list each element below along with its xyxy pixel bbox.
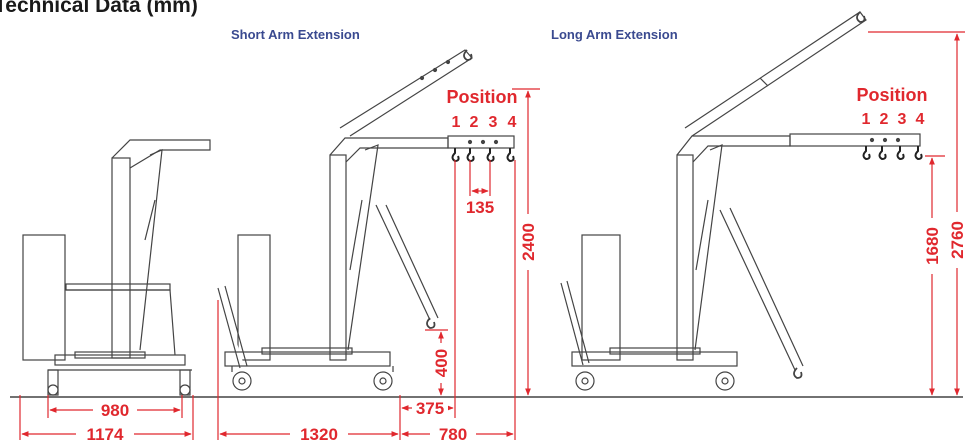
dim-1174: 1174 bbox=[87, 425, 124, 443]
long-arm-heading: Long Arm Extension bbox=[551, 27, 678, 42]
dim-135: 135 bbox=[466, 198, 494, 217]
long-position-label: Position bbox=[857, 85, 928, 105]
long-position-4: 4 bbox=[916, 111, 925, 128]
short-position-label: Position bbox=[447, 87, 518, 107]
dim-980: 980 bbox=[101, 401, 129, 420]
long-position-1: 1 bbox=[862, 111, 871, 128]
dim-2400: 2400 bbox=[519, 223, 538, 261]
long-arm-hooks bbox=[862, 146, 923, 161]
long-arm-crane bbox=[560, 11, 921, 391]
folded-crane bbox=[22, 139, 211, 396]
long-position-3: 3 bbox=[898, 111, 907, 128]
dim-2760: 2760 bbox=[948, 221, 967, 259]
dim-400: 400 bbox=[432, 349, 451, 377]
page-title: Technical Data (mm) bbox=[0, 0, 198, 17]
short-position-2: 2 bbox=[470, 114, 479, 131]
short-arm-hooks bbox=[451, 148, 515, 163]
long-position-2: 2 bbox=[880, 111, 889, 128]
short-position-3: 3 bbox=[489, 114, 498, 131]
short-position-1: 1 bbox=[452, 114, 461, 131]
short-arm-crane bbox=[216, 49, 515, 391]
dim-1680: 1680 bbox=[923, 227, 942, 265]
short-arm-heading: Short Arm Extension bbox=[231, 27, 360, 42]
dim-780: 780 bbox=[439, 425, 467, 443]
dim-1320: 1320 bbox=[300, 425, 338, 443]
short-position-4: 4 bbox=[508, 114, 517, 131]
dim-375: 375 bbox=[416, 399, 444, 418]
